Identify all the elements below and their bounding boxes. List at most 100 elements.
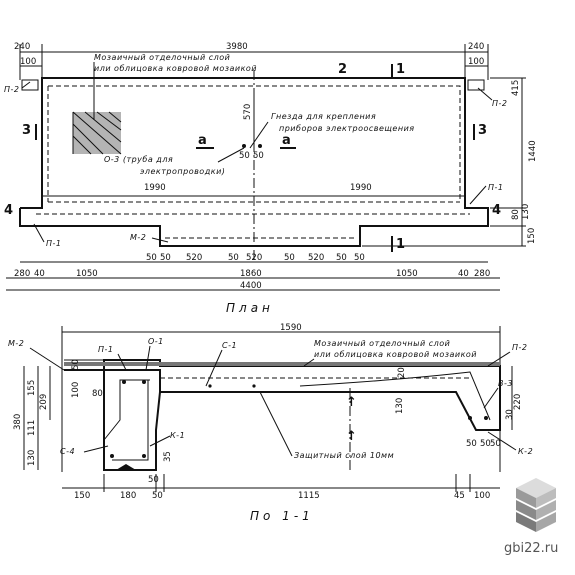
section-dim-left-d: 111 — [27, 420, 37, 436]
section-cover-label: Защитный слой 10мм — [294, 451, 394, 460]
svg-text:100: 100 — [474, 491, 490, 501]
plan-slab-outline — [19, 77, 489, 247]
plan-dim-right-v3: 80 — [511, 209, 521, 220]
plan-label-p2-right: П-2 — [492, 99, 508, 108]
svg-text:150: 150 — [74, 491, 90, 501]
plan-sec-4-left: 4 — [4, 203, 13, 218]
plan-dim-off-a: 50 — [239, 151, 250, 161]
svg-text:↑: ↑ — [346, 395, 357, 410]
svg-text:50: 50 — [480, 439, 491, 449]
plan-sec-3-right: 3 — [478, 123, 487, 138]
plan-dim-off-b: 50 — [253, 151, 264, 161]
plan-mosaic-label-2: или облицовка ковровой мозаикой — [94, 64, 257, 73]
section-label-k2: К-2 — [518, 447, 533, 456]
svg-text:50: 50 — [336, 253, 347, 263]
plan-sockets-label-2: приборов электроосвещения — [279, 124, 415, 133]
plan-label-p2-left: П-2 — [4, 85, 20, 94]
plan-dim-total-bottom: 4400 — [240, 281, 262, 291]
svg-text:520: 520 — [186, 253, 202, 263]
svg-text:280: 280 — [474, 269, 490, 279]
section-label-m2: М-2 — [8, 339, 24, 348]
plan-dim-seg-a: 1990 — [144, 183, 166, 193]
svg-text:45: 45 — [454, 491, 465, 501]
section-dim-left-g: 80 — [92, 389, 103, 399]
section-dim-top: 1590 — [280, 323, 302, 333]
watermark-logo — [516, 478, 556, 532]
section-dim-left-e: 100 — [71, 382, 81, 398]
section-beam-outline — [64, 359, 501, 471]
section-label-k1: К-1 — [170, 431, 185, 440]
svg-text:50: 50 — [354, 253, 365, 263]
plan-label-m2: М-2 — [130, 233, 146, 242]
svg-text:50: 50 — [146, 253, 157, 263]
section-label-p2: П-2 — [512, 343, 528, 352]
plan-title: План — [226, 301, 274, 315]
svg-text:50: 50 — [160, 253, 171, 263]
section-dim-right-a: 220 — [513, 394, 523, 410]
section-label-v3: В-3 — [498, 379, 513, 388]
svg-text:40: 40 — [34, 269, 45, 279]
section-dim-left-f: 50 — [71, 359, 81, 370]
plan-dim-right-v5: 150 — [527, 228, 537, 244]
plan-dim-right-v1: 415 — [511, 80, 521, 96]
plan-dim-right-v4: 130 — [521, 204, 531, 220]
watermark-text: gbi22.ru — [504, 541, 558, 556]
section-dim-right-e: 20 — [397, 367, 407, 378]
section-dim-left-total: 380 — [13, 414, 23, 430]
section-label-c4: С-4 — [60, 447, 75, 456]
plan-dim-right-v2: 1440 — [528, 140, 538, 162]
section-dim-right-d: 30 — [505, 409, 515, 420]
svg-text:520: 520 — [246, 253, 262, 263]
svg-text:50: 50 — [284, 253, 295, 263]
plan-pipe-label-2: электропроводки) — [140, 167, 225, 176]
plan-sec-1-bottom: 1 — [396, 237, 405, 252]
plan-sec-3-left: 3 — [22, 123, 31, 138]
section-dim-right-b: 50 — [490, 439, 501, 449]
plan-dim-left-b: 100 — [20, 57, 36, 67]
plan-dim-depth: 570 — [243, 104, 253, 120]
svg-text:50: 50 — [148, 475, 159, 485]
section-dim-bottom-row: 150 180 50 1115 45 100 — [74, 491, 490, 501]
section-dim-left-b: 209 — [39, 394, 49, 410]
plan-pipe-label-1: О-3 (труба для — [104, 155, 173, 164]
svg-text:40: 40 — [458, 269, 469, 279]
section-mosaic-label-1: Мозаичный отделочный слой — [314, 339, 450, 348]
plan-sec-a-right: а — [282, 133, 291, 148]
section-label-c1: С-1 — [222, 341, 237, 350]
plan-dim-right-a: 240 — [468, 42, 484, 52]
plan-sockets-label-1: Гнезда для крепления — [271, 112, 376, 121]
section-dim-left-c: 130 — [27, 450, 37, 466]
plan-dim-left-a: 240 — [14, 42, 30, 52]
plan-dim-row2: 280 40 1050 1860 1050 40 280 — [14, 269, 490, 279]
section-mosaic-label-2: или облицовка ковровой мозаикой — [314, 350, 477, 359]
svg-text:1115: 1115 — [298, 491, 320, 501]
section-title: По 1-1 — [250, 509, 314, 523]
section-label-p1: П-1 — [98, 345, 114, 354]
svg-text:↑: ↑ — [346, 429, 357, 444]
svg-text:520: 520 — [308, 253, 324, 263]
svg-text:50: 50 — [466, 439, 477, 449]
svg-text:50: 50 — [228, 253, 239, 263]
plan-view: 3980 240 100 240 100 Мозаичный отделочны… — [4, 42, 538, 315]
plan-mosaic-label-1: Мозаичный отделочный слой — [94, 53, 230, 62]
svg-text:1860: 1860 — [240, 269, 262, 279]
svg-text:1050: 1050 — [396, 269, 418, 279]
plan-label-p1-left: П-1 — [46, 239, 62, 248]
svg-text:50: 50 — [152, 491, 163, 501]
section-view: 1590 ↑ ↑ М-2 П-1 О-1 С-1 Мозаичный отдел — [8, 323, 533, 523]
section-dim-left-a: 155 — [27, 380, 37, 396]
plan-sec-4-right: 4 — [492, 203, 501, 218]
plan-dim-row1: 50 50 520 50 520 50 520 50 50 — [146, 253, 365, 263]
plan-label-p1-right: П-1 — [488, 183, 504, 192]
mosaic-hatch — [72, 111, 122, 155]
svg-text:180: 180 — [120, 491, 136, 501]
svg-text:280: 280 — [14, 269, 30, 279]
plan-dim-right-b: 100 — [468, 57, 484, 67]
svg-text:1050: 1050 — [76, 269, 98, 279]
plan-sec-2: 2 — [338, 62, 347, 77]
plan-sec-a-left: а — [198, 133, 207, 148]
plan-dim-seg-b: 1990 — [350, 183, 372, 193]
plan-dim-total-top: 3980 — [226, 42, 248, 52]
section-label-o1: О-1 — [148, 337, 164, 346]
